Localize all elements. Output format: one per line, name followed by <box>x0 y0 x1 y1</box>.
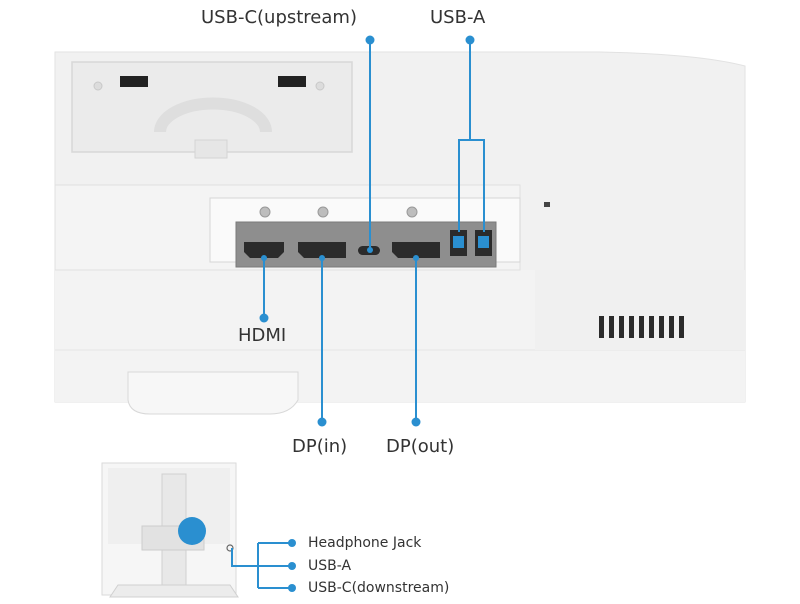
vesa-screw-hole <box>315 81 325 91</box>
vesa-screw-hole <box>93 81 103 91</box>
usb-a-port-2-tongue <box>478 236 489 248</box>
stand-clip <box>194 139 228 159</box>
callout-dots <box>259 35 475 427</box>
dp-in-label: DP(in) <box>292 436 348 457</box>
dp-out-port <box>392 242 440 258</box>
headphone-jack-label: Headphone Jack <box>308 535 422 551</box>
usb-a-label: USB-A <box>430 7 486 28</box>
usb-c-downstream-label: USB-C(downstream) <box>308 580 450 596</box>
vent-housing <box>535 270 745 350</box>
stand-foot <box>127 371 299 415</box>
vesa-slot-left <box>120 76 148 87</box>
panel-screw <box>317 206 329 218</box>
side-view-base <box>109 584 239 598</box>
side-callout-lines <box>231 542 292 589</box>
panel-screw <box>259 206 271 218</box>
vesa-slot-right <box>278 76 306 87</box>
dp-in-port <box>298 242 346 258</box>
usb-a-port-1-tongue <box>453 236 464 248</box>
hdmi-label: HDMI <box>238 325 287 346</box>
side-usb-a-label: USB-A <box>308 558 352 574</box>
stand-ring <box>154 97 272 133</box>
hdmi-port <box>244 242 284 258</box>
vent-grille <box>599 316 684 338</box>
side-view-monitor <box>101 462 239 598</box>
callout-lines <box>263 40 485 422</box>
panel-screw <box>406 206 418 218</box>
usb-c-upstream-label: USB-C(upstream) <box>201 7 357 28</box>
side-callout-dots <box>288 539 296 592</box>
indicator-mark <box>544 202 550 207</box>
side-view-port-highlight <box>178 517 206 545</box>
dp-out-label: DP(out) <box>386 436 455 457</box>
